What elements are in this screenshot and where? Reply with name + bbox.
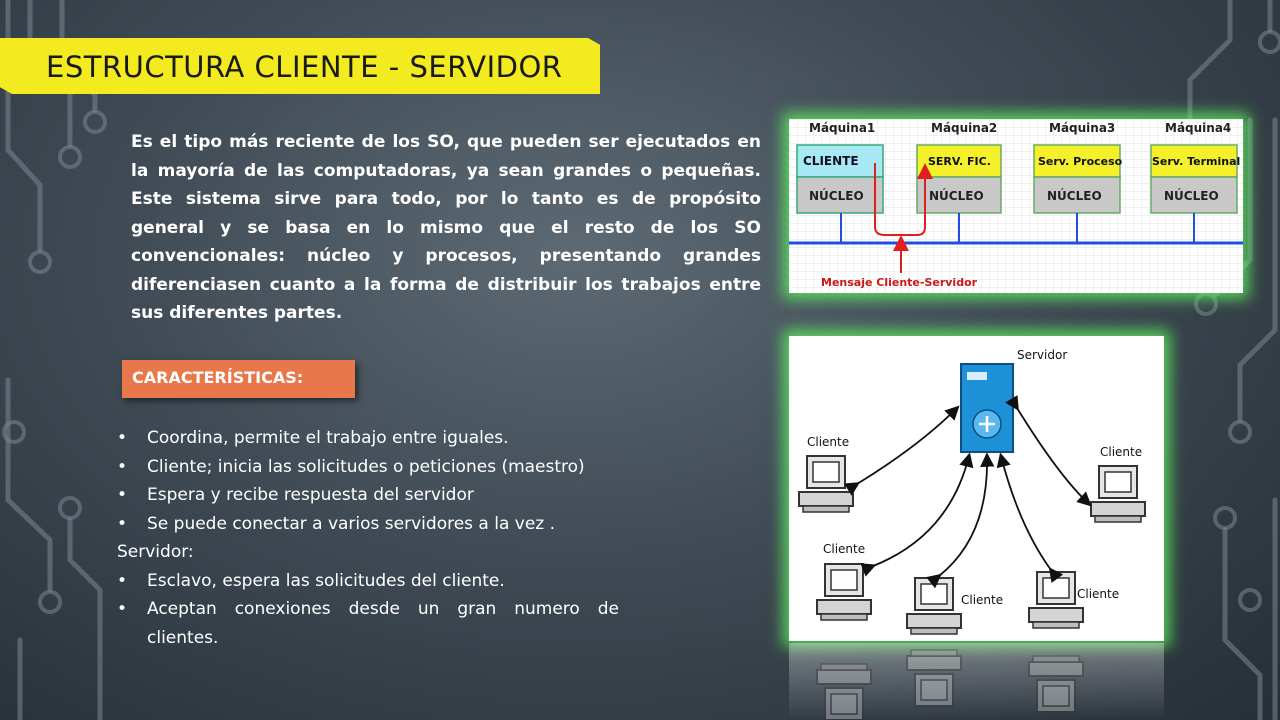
connection-arrow — [1005, 395, 1092, 507]
client-pc-icon — [906, 577, 962, 635]
bullet-icon: • — [117, 428, 128, 448]
client-label: Cliente — [823, 542, 865, 556]
list-item-text: Coordina, permite el trabajo entre igual… — [147, 428, 509, 448]
machines-diagram-svg: Máquina1 Máquina2 Máquina3 Máquina4 CLIE… — [789, 119, 1243, 293]
network-diagram: Servidor Cliente Cliente Cliente Cliente… — [789, 336, 1164, 641]
kernel-box — [1033, 176, 1121, 214]
kernel-label: NÚCLEO — [809, 188, 864, 203]
bullet-icon: • — [117, 599, 128, 619]
list-item: • Espera y recibe respuesta del servidor — [117, 481, 619, 510]
list-item-text: Esclavo, espera las solicitudes del clie… — [147, 570, 505, 591]
machines-diagram: Máquina1 Máquina2 Máquina3 Máquina4 CLIE… — [789, 119, 1243, 293]
process-box-serv-terminal — [1150, 144, 1238, 178]
list-item: • Se puede conectar a varios servidores … — [117, 510, 619, 539]
machine-label: Máquina1 — [809, 121, 875, 135]
network-diagram-reflection — [789, 643, 1164, 720]
list-item: • Esclavo, espera las solicitudes del cl… — [117, 567, 619, 596]
connection-arrow — [860, 452, 974, 577]
bullet-icon: • — [117, 456, 128, 477]
process-label: SERV. FIC. — [928, 155, 991, 168]
kernel-box — [916, 176, 1002, 214]
list-item-text: Espera y recibe respuesta del servidor — [147, 485, 474, 505]
kernel-label: NÚCLEO — [929, 188, 984, 203]
connection-arrow — [996, 452, 1064, 583]
bullet-icon: • — [117, 513, 128, 534]
client-label: Cliente — [961, 593, 1003, 607]
kernel-label: NÚCLEO — [1164, 188, 1219, 203]
process-label: CLIENTE — [803, 154, 859, 168]
list-item: • Aceptan conexiones desde un gran numer… — [117, 595, 619, 652]
client-pc-icon — [1090, 465, 1146, 523]
client-pc-icon — [1028, 571, 1084, 629]
server-icon — [960, 363, 1014, 453]
client-label: Cliente — [1100, 445, 1142, 459]
bullet-icon: • — [117, 570, 128, 591]
machine-label: Máquina4 — [1165, 121, 1231, 135]
characteristics-label: CARACTERÍSTICAS: — [132, 368, 304, 387]
process-label: Serv. Proceso — [1038, 155, 1123, 168]
connection-arrow — [926, 452, 995, 589]
list-item-text: Se puede conectar a varios servidores a … — [147, 513, 556, 534]
reflection-svg — [816, 649, 1084, 720]
client-label: Cliente — [1077, 587, 1119, 601]
machine-label: Máquina3 — [1049, 121, 1115, 135]
message-label: Mensaje Cliente-Servidor — [821, 276, 978, 289]
bullet-icon: • — [117, 485, 128, 505]
process-label: Serv. Terminal — [1152, 155, 1240, 168]
client-pc-icon — [798, 455, 854, 513]
features-list: • Coordina, permite el trabajo entre igu… — [117, 424, 619, 652]
characteristics-badge — [122, 360, 355, 398]
intro-paragraph: Es el tipo más reciente de los SO, que p… — [131, 132, 761, 323]
network-diagram-svg: Servidor Cliente Cliente Cliente Cliente… — [798, 348, 1146, 635]
machine-label: Máquina2 — [931, 121, 997, 135]
servidor-heading: Servidor: — [117, 542, 194, 562]
list-item-text: Aceptan conexiones desde un gran numero … — [147, 599, 619, 648]
list-item: • Cliente; inicia las solicitudes o peti… — [117, 453, 619, 482]
connection-arrow — [844, 405, 960, 496]
kernel-box — [796, 176, 884, 214]
kernel-label: NÚCLEO — [1047, 188, 1102, 203]
list-item-text: Cliente; inicia las solicitudes o petici… — [147, 456, 585, 477]
list-item: • Coordina, permite el trabajo entre igu… — [117, 424, 619, 453]
slide-title: ESTRUCTURA CLIENTE - SERVIDOR — [46, 50, 563, 84]
title-bar — [0, 38, 600, 94]
client-pc-icon — [816, 563, 872, 621]
server-label: Servidor — [1017, 348, 1067, 362]
client-label: Cliente — [807, 435, 849, 449]
